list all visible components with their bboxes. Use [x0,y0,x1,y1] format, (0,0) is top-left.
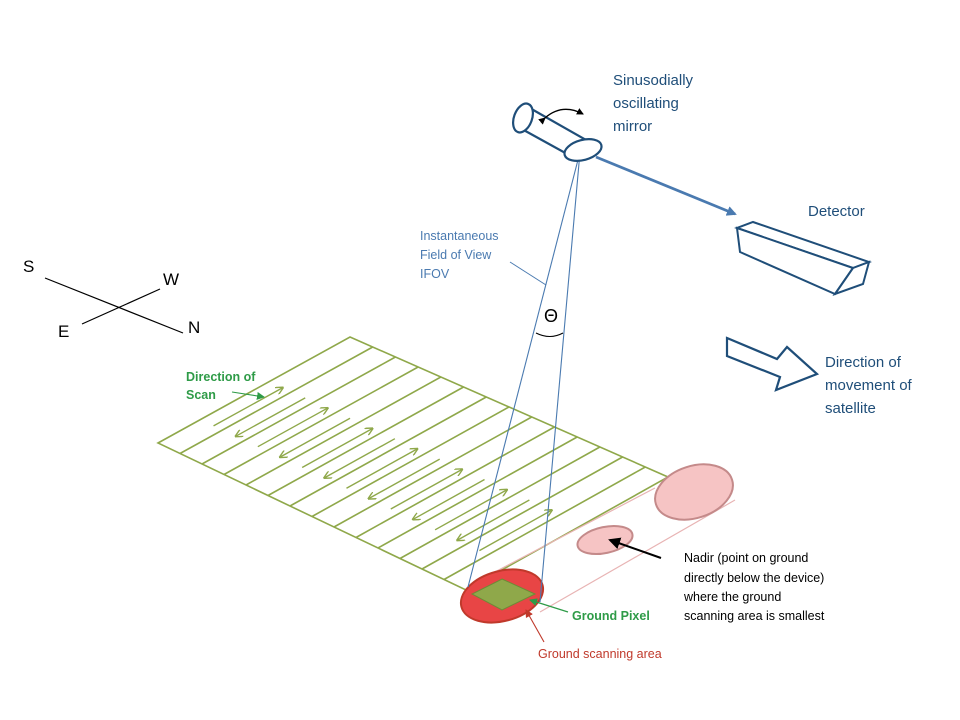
ground-scanning-area-label: Ground scanning area [525,609,662,661]
scan-arrow [213,388,283,427]
swath-scan-lines [179,346,646,581]
scan-line [223,366,419,476]
svg-text:directly below the device): directly below the device) [684,571,824,585]
svg-text:oscillating: oscillating [613,95,679,112]
svg-text:Direction of: Direction of [186,370,256,384]
compass-n: N [188,318,200,337]
svg-text:movement of: movement of [825,377,913,394]
scan-line [443,466,646,581]
detector-label: Detector [808,203,865,220]
scan-arrow [280,417,351,457]
svg-text:Nadir (point on ground: Nadir (point on ground [684,551,808,565]
far-scan-footprint [654,463,734,521]
theta-symbol: Θ [544,306,558,326]
scan-line [355,426,555,539]
scan-line [289,396,487,507]
compass-s: S [23,257,34,276]
scan-line [399,446,601,560]
scan-arrow [324,438,396,478]
scan-line [179,346,374,455]
ground-swath [156,336,670,591]
satellite-movement-label: Direction of movement of satellite [825,354,913,417]
scan-arrow [479,510,551,552]
svg-text:Instantaneous: Instantaneous [420,229,499,243]
scan-line [201,356,396,465]
scan-direction-arrows [213,388,552,552]
compass: S W E N [23,257,200,341]
oscillating-mirror [512,102,603,162]
scan-arrow [457,499,530,540]
svg-text:scanning area is smallest: scanning area is smallest [684,609,825,623]
scan-line [245,376,442,486]
svg-text:IFOV: IFOV [420,267,450,281]
svg-text:where the ground: where the ground [683,590,781,604]
compass-w: W [163,270,179,289]
svg-text:Direction of: Direction of [825,354,902,371]
nadir-footprint [576,525,634,555]
compass-e: E [58,322,69,341]
svg-text:Field of View: Field of View [420,248,492,262]
ground-pixel-square [470,578,537,611]
ground-pixel-label: Ground Pixel [529,598,650,623]
mirror-to-detector-beam [595,155,737,216]
scan-arrow [236,397,306,436]
movement-arrow-icon [725,336,820,392]
scan-line [421,456,623,570]
scan-arrow [369,458,441,499]
scan-arrow [413,478,485,520]
svg-text:satellite: satellite [825,400,876,417]
mirror-label: Sinusodially oscillating mirror [613,72,694,135]
scan-arrow [434,490,507,531]
scan-arrow [390,469,462,510]
scan-arrow [301,428,372,469]
scan-arrow [346,449,417,489]
svg-text:Ground scanning area: Ground scanning area [538,647,662,661]
ifov-label: Instantaneous Field of View IFOV [420,229,547,286]
scan-line [311,406,510,518]
svg-text:Scan: Scan [186,388,216,402]
svg-text:mirror: mirror [613,118,652,135]
ifov-cone: Θ [467,151,581,603]
scan-line [377,436,578,549]
rotation-arrow-icon [538,108,584,125]
scan-arrow [257,408,328,448]
scan-line [267,386,464,497]
nadir-label: Nadir (point on ground directly below th… [608,537,825,623]
detector [734,220,872,296]
scan-line [333,416,533,528]
svg-text:Sinusodially: Sinusodially [613,72,694,89]
direction-of-scan-label: Direction of Scan [186,370,265,402]
svg-text:Ground Pixel: Ground Pixel [572,609,650,623]
mirror-face [563,138,603,162]
